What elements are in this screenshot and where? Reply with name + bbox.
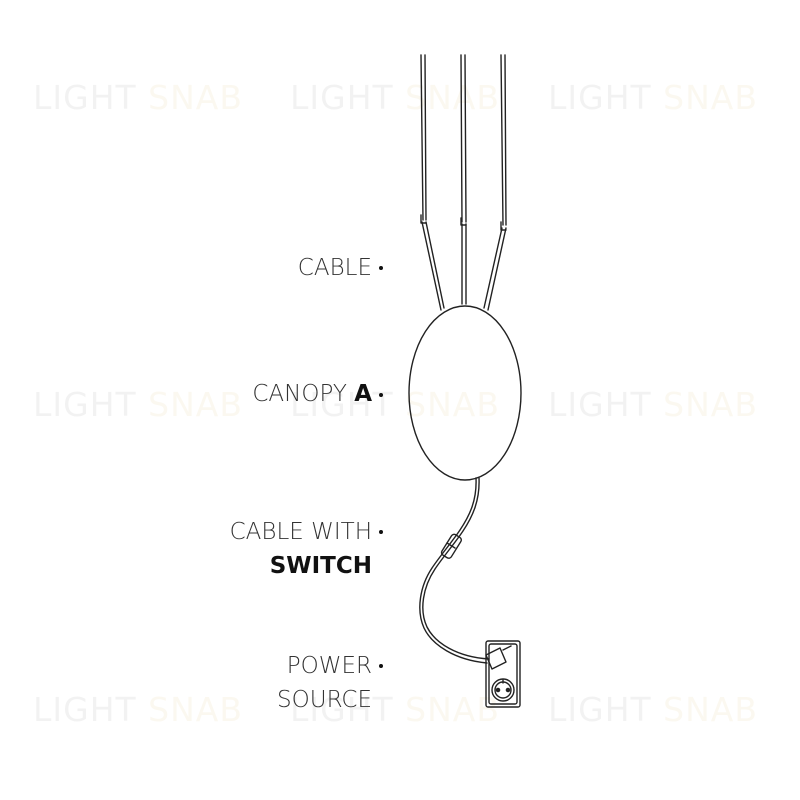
wall-socket bbox=[485, 640, 521, 708]
watermark: LIGHT SNAB bbox=[290, 385, 501, 424]
label-dot-cable-with-switch bbox=[379, 530, 383, 534]
label-canopy: CANOPY A bbox=[252, 381, 372, 407]
label-cable-with-switch: CABLE WITH SWITCH bbox=[229, 519, 372, 579]
inline-switch bbox=[440, 533, 463, 559]
watermark: LIGHT SNAB bbox=[33, 385, 244, 424]
plug bbox=[485, 645, 512, 670]
label-dot-cable bbox=[379, 266, 383, 270]
canopy-disc bbox=[408, 305, 522, 481]
suspension-cable-right bbox=[483, 54, 507, 311]
watermark: LIGHT SNAB bbox=[290, 690, 501, 729]
watermark: LIGHT SNAB bbox=[290, 78, 501, 117]
watermark: LIGHT SNAB bbox=[548, 385, 759, 424]
watermark: LIGHT SNAB bbox=[33, 690, 244, 729]
power-cable bbox=[419, 477, 488, 664]
label-power-source: POWER SOURCE bbox=[277, 653, 372, 713]
suspension-cable-left bbox=[420, 54, 445, 311]
watermark: LIGHT SNAB bbox=[33, 78, 244, 117]
watermark: LIGHT SNAB bbox=[548, 78, 759, 117]
label-dot-power-source bbox=[379, 664, 383, 668]
watermark: LIGHT SNAB bbox=[548, 690, 759, 729]
label-cable: CABLE bbox=[297, 255, 372, 281]
suspension-cable-center bbox=[460, 54, 467, 305]
power-cable-edge bbox=[422, 477, 490, 660]
label-dot-canopy bbox=[379, 393, 383, 397]
